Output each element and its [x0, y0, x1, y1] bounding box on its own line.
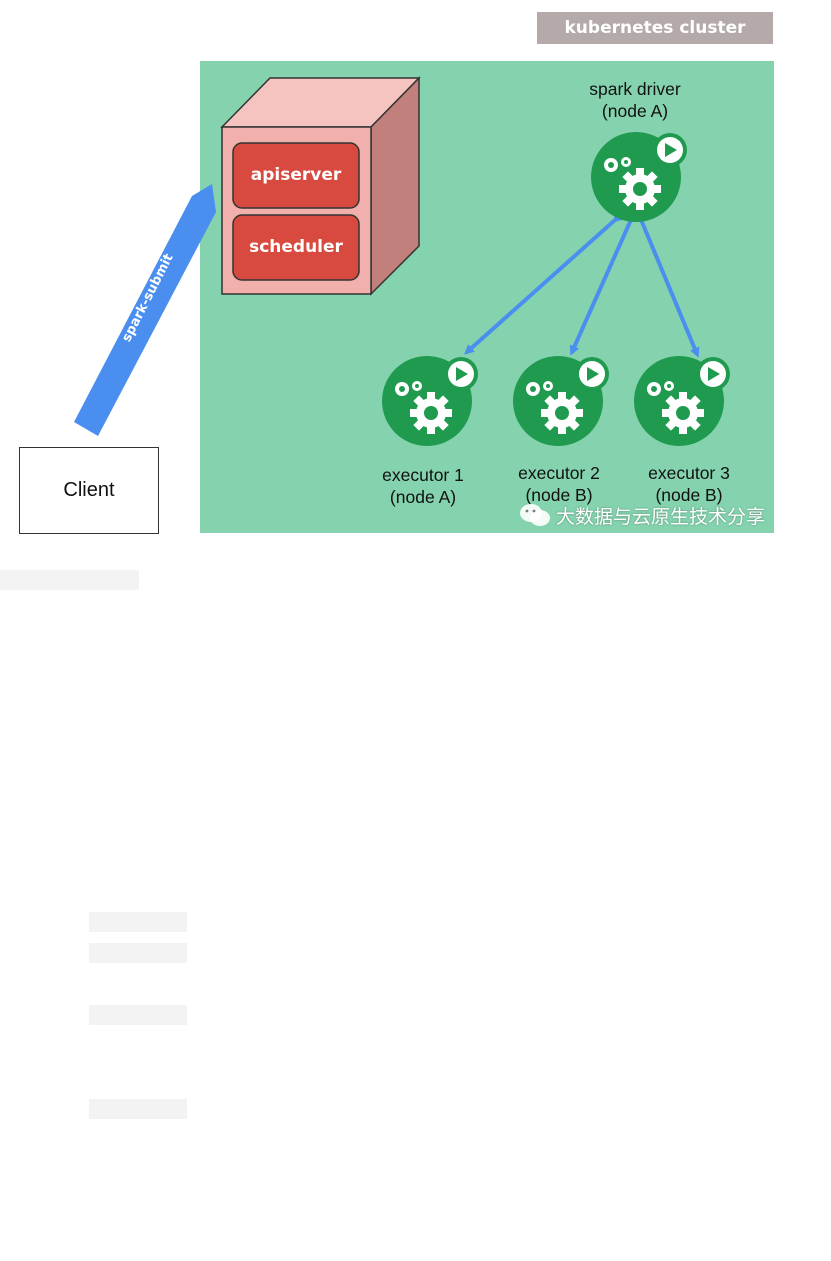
spark-driver-title: spark driver — [565, 78, 705, 100]
executor-1-label: executor 1 (node A) — [353, 464, 493, 508]
watermark-text: 大数据与云原生技术分享 — [556, 502, 765, 529]
client-label: Client — [63, 479, 114, 502]
executor-3-title: executor 3 — [619, 462, 759, 484]
scheduler-label: scheduler — [233, 237, 359, 257]
apiserver-label: apiserver — [233, 165, 359, 185]
placeholder-block — [89, 1099, 187, 1119]
watermark: 大数据与云原生技术分享 — [518, 502, 765, 528]
executor-2-icon — [513, 356, 609, 446]
executor-2-label: executor 2 (node B) — [489, 462, 629, 506]
executor-2-title: executor 2 — [489, 462, 629, 484]
wechat-icon — [518, 502, 552, 528]
placeholder-block — [0, 570, 139, 590]
spark-driver-icon — [591, 132, 687, 222]
executor-3-label: executor 3 (node B) — [619, 462, 759, 506]
spark-driver-node: (node A) — [565, 100, 705, 122]
placeholder-block — [89, 943, 187, 963]
spark-driver-label: spark driver (node A) — [565, 78, 705, 122]
executor-1-title: executor 1 — [353, 464, 493, 486]
placeholder-block — [89, 912, 187, 932]
client-box: Client — [19, 447, 159, 534]
executor-1-node: (node A) — [353, 486, 493, 508]
driver-executor-arrows — [467, 220, 697, 354]
executor-3-icon — [634, 356, 730, 446]
executor-1-icon — [382, 356, 478, 446]
placeholder-block — [89, 1005, 187, 1025]
